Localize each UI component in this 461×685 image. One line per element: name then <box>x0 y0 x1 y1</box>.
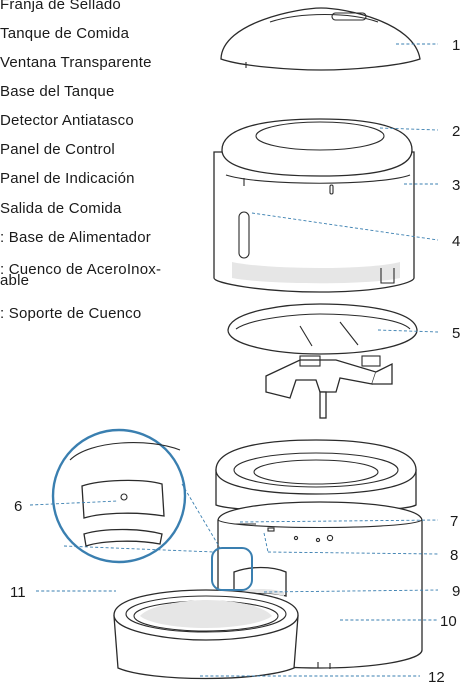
callout-6: 6 <box>14 498 22 515</box>
legend-item-transparent-window: Ventana Transparente <box>0 54 152 71</box>
legend-item-bowl-holder: : Soporte de Cuenco <box>0 305 142 322</box>
bowl-part <box>113 589 299 680</box>
callout-8: 8 <box>450 547 458 564</box>
callout-7: 7 <box>450 513 458 530</box>
legend-item-sealing-strip: Franja de Sellado <box>0 0 121 13</box>
tank-base-part <box>227 303 418 419</box>
food-tank-part <box>213 118 415 293</box>
feeder-base-part <box>215 439 423 669</box>
callout-4: 4 <box>452 233 460 250</box>
legend-item-control-panel: Panel de Control <box>0 141 115 158</box>
legend-item-anti-jam-detector: Detector Antiatasco <box>0 112 134 129</box>
callout-9: 9 <box>452 583 460 600</box>
leader-lines <box>29 43 439 677</box>
callout-10: 10 <box>440 613 457 630</box>
callout-3: 3 <box>452 177 460 194</box>
detail-zoom-circle <box>51 428 253 591</box>
legend-item-indicator-panel: Panel de Indicación <box>0 170 135 187</box>
legend-item-tank-base: Base del Tanque <box>0 83 115 100</box>
legend-item-feeder-base: : Base de Alimentador <box>0 229 151 246</box>
callout-5: 5 <box>452 325 460 342</box>
callout-2: 2 <box>452 123 460 140</box>
callout-numbers: 1 2 3 4 5 6 7 8 9 10 11 12 <box>10 37 460 685</box>
legend-item-food-outlet: Salida de Comida <box>0 200 122 217</box>
callout-11: 11 <box>10 584 26 601</box>
legend-item-food-tank: Tanque de Comida <box>0 25 130 42</box>
callout-1: 1 <box>452 37 460 54</box>
legend-item-steel-bowl: : Cuenco de AceroInox- able <box>0 261 162 289</box>
callout-12: 12 <box>428 669 445 685</box>
lid-part <box>220 7 421 71</box>
